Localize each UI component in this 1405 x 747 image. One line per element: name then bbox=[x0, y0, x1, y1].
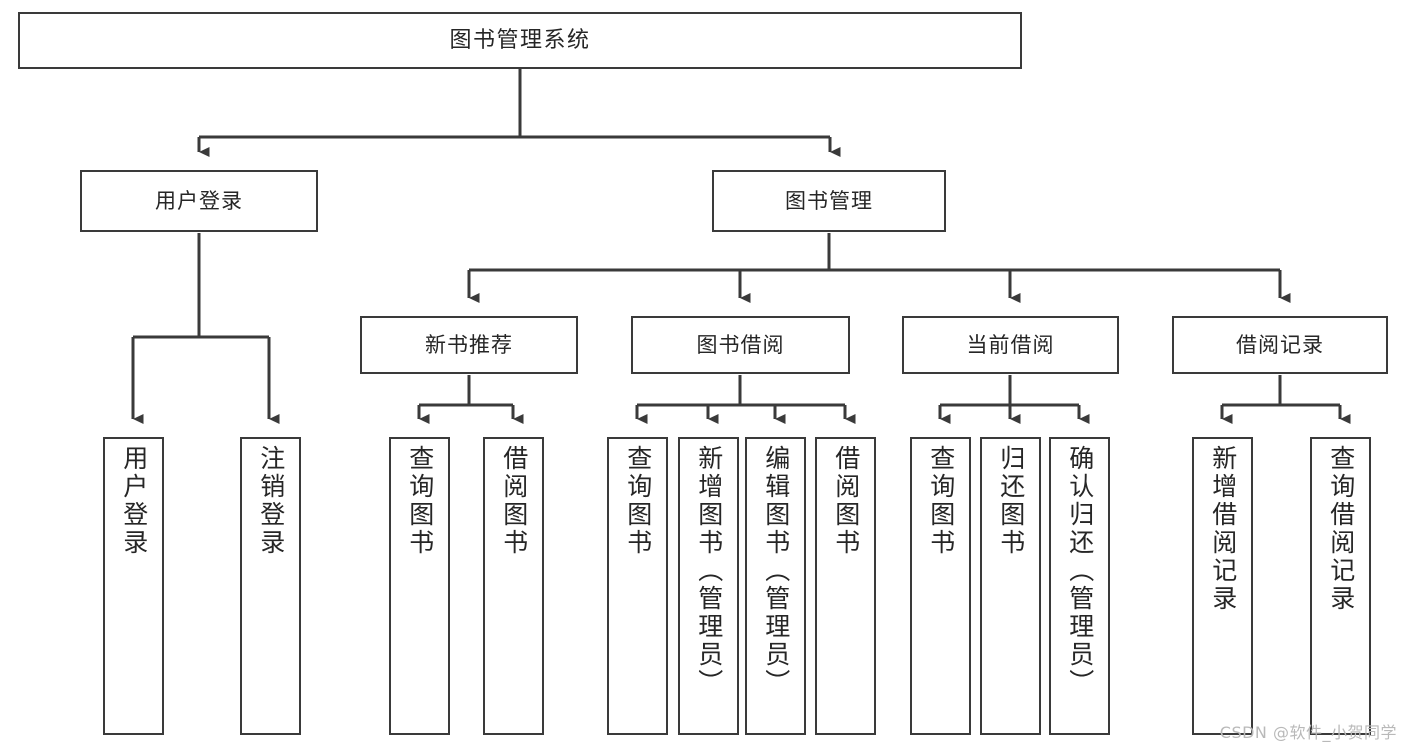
node-label: 新书推荐 bbox=[425, 332, 513, 357]
leaf-current-borrow-query-book[interactable]: 查询图书 bbox=[910, 437, 971, 735]
node-label: 借阅图书 bbox=[499, 445, 529, 557]
node-label: 借阅记录 bbox=[1236, 332, 1324, 357]
node-user-login[interactable]: 用户登录 bbox=[80, 170, 318, 232]
node-label: 新增借阅记录 bbox=[1208, 445, 1238, 613]
leaf-borrow-record-query-record[interactable]: 查询借阅记录 bbox=[1310, 437, 1371, 735]
node-label: 归还图书 bbox=[996, 445, 1026, 557]
node-label: 注销登录 bbox=[256, 445, 286, 557]
node-book-management[interactable]: 图书管理 bbox=[712, 170, 946, 232]
node-label: 借阅图书 bbox=[831, 445, 861, 557]
node-label: 图书管理系统 bbox=[449, 27, 591, 53]
node-label: 查询借阅记录 bbox=[1326, 445, 1356, 613]
node-label: 当前借阅 bbox=[966, 332, 1055, 357]
leaf-new-book-borrow-book[interactable]: 借阅图书 bbox=[483, 437, 544, 735]
node-label: 图书管理 bbox=[785, 188, 873, 213]
node-borrow-record[interactable]: 借阅记录 bbox=[1172, 316, 1388, 374]
leaf-current-borrow-return-book[interactable]: 归还图书 bbox=[980, 437, 1041, 735]
node-label: 查询图书 bbox=[623, 445, 653, 557]
node-label: 编辑图书（管理员） bbox=[761, 445, 791, 697]
node-root-book-management-system[interactable]: 图书管理系统 bbox=[18, 12, 1022, 69]
node-label: 确认归还（管理员） bbox=[1065, 445, 1095, 697]
leaf-borrow-record-add-record[interactable]: 新增借阅记录 bbox=[1192, 437, 1253, 735]
node-label: 查询图书 bbox=[926, 445, 956, 557]
node-label: 用户登录 bbox=[119, 445, 149, 557]
node-label: 新增图书（管理员） bbox=[694, 445, 724, 697]
leaf-user-login-login[interactable]: 用户登录 bbox=[103, 437, 164, 735]
leaf-new-book-query-book[interactable]: 查询图书 bbox=[389, 437, 450, 735]
leaf-book-borrow-edit-book-admin[interactable]: 编辑图书（管理员） bbox=[745, 437, 806, 735]
node-label: 查询图书 bbox=[405, 445, 435, 557]
node-new-book-recommend[interactable]: 新书推荐 bbox=[360, 316, 578, 374]
node-current-borrow[interactable]: 当前借阅 bbox=[902, 316, 1119, 374]
node-book-borrow[interactable]: 图书借阅 bbox=[631, 316, 850, 374]
node-label: 图书借阅 bbox=[696, 332, 785, 357]
leaf-user-login-logout[interactable]: 注销登录 bbox=[240, 437, 301, 735]
leaf-book-borrow-query-book[interactable]: 查询图书 bbox=[607, 437, 668, 735]
leaf-book-borrow-add-book-admin[interactable]: 新增图书（管理员） bbox=[678, 437, 739, 735]
leaf-current-borrow-confirm-return-admin[interactable]: 确认归还（管理员） bbox=[1049, 437, 1110, 735]
node-label: 用户登录 bbox=[155, 188, 243, 213]
leaf-book-borrow-borrow-book[interactable]: 借阅图书 bbox=[815, 437, 876, 735]
